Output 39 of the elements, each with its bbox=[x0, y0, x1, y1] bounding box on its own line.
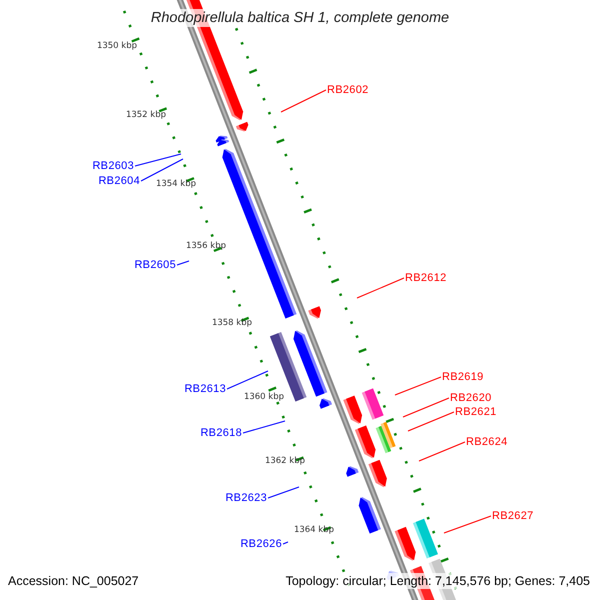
leader-line bbox=[134, 154, 182, 166]
genome-info-text: Accession: NC_005027 bbox=[8, 573, 139, 589]
leader-line bbox=[268, 486, 300, 498]
leader-line bbox=[242, 420, 286, 434]
diagram-title: Rhodopirellula baltica SH 1, complete genome bbox=[148, 9, 452, 27]
scale-tick-label: 1362 kbp bbox=[264, 456, 305, 466]
gene-label: RB2623 bbox=[225, 492, 267, 504]
scale-tick-label: 1350 kbp bbox=[96, 41, 137, 51]
leader-line bbox=[282, 542, 288, 544]
leader-line bbox=[408, 412, 454, 432]
leader-line bbox=[176, 260, 190, 266]
gene-label: RB2618 bbox=[200, 427, 242, 439]
gene-label: RB2624 bbox=[466, 436, 508, 448]
scale-tick-label: 1356 kbp bbox=[186, 241, 226, 251]
scale-tick-label: 1352 kbp bbox=[126, 110, 166, 120]
leader-line bbox=[226, 370, 268, 390]
leader-line bbox=[356, 278, 404, 298]
scale-tick-label: 1358 kbp bbox=[212, 318, 252, 328]
gene-label: RB2604 bbox=[98, 175, 140, 187]
leader-line bbox=[280, 90, 326, 112]
scale-tick-label: 1360 kbp bbox=[244, 392, 284, 402]
gene-label: RB2621 bbox=[455, 406, 497, 418]
leader-line bbox=[444, 516, 492, 534]
scale-tick-label: 1354 kbp bbox=[156, 179, 196, 189]
leader-line bbox=[418, 442, 466, 462]
scale-tick-label: 1364 kbp bbox=[294, 525, 334, 535]
gene-label: RB2605 bbox=[134, 259, 176, 271]
leader-line bbox=[140, 158, 184, 182]
leader-line bbox=[402, 398, 450, 418]
gene-label: RB2612 bbox=[405, 272, 447, 284]
gene-label: RB2603 bbox=[92, 160, 134, 172]
gene-label: RB2619 bbox=[442, 371, 484, 383]
gene-label: RB2602 bbox=[327, 84, 369, 96]
gene-label: RB2627 bbox=[492, 510, 534, 522]
leader-line bbox=[394, 376, 442, 396]
genome-info-text: Topology: circular; Length: 7,145,576 bp; Genes: 7,405 bbox=[286, 573, 590, 589]
gene-label: RB2620 bbox=[450, 392, 492, 404]
gene-label: RB2613 bbox=[184, 383, 226, 395]
gene-label: RB2626 bbox=[240, 538, 282, 550]
